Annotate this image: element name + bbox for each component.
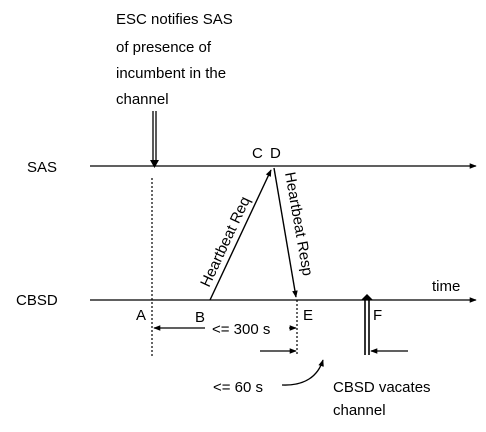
vacate-note: CBSD vacates channel [333,379,431,419]
span-60s: <= 60 s [213,348,408,396]
point-f-label: F [373,307,382,324]
esc-notification-arrow [150,111,159,168]
heartbeat-request-arrow: Heartbeat Req [197,169,272,301]
sas-timeline: SAS [27,159,477,176]
point-f-vacate-bar [361,294,373,355]
point-b-label: B [195,309,205,326]
span-60s-label: <= 60 s [213,379,263,396]
vacate-note-line-2: channel [333,402,386,419]
time-label: time [432,278,460,295]
heartbeat-response-label: Heartbeat Resp [281,171,316,277]
point-a-label: A [136,307,146,324]
vacate-note-line-1: CBSD vacates [333,379,431,396]
point-c-label: C [252,145,263,162]
point-e-label: E [303,307,313,324]
heartbeat-request-label: Heartbeat Req [197,194,254,290]
esc-note-line-3: incumbent in the [116,65,226,82]
esc-note-line-1: ESC notifies SAS [116,11,233,28]
esc-note: ESC notifies SAS of presence of incumben… [116,11,233,108]
esc-note-line-2: of presence of [116,39,212,56]
heartbeat-response-arrow: Heartbeat Resp [273,167,316,298]
span-300s: <= 300 s [153,318,297,338]
cbsd-label: CBSD [16,292,58,309]
sas-label: SAS [27,159,57,176]
point-d-label: D [270,145,281,162]
cbsd-timeline: CBSD time [16,278,477,309]
esc-note-line-4: channel [116,91,169,108]
span-300s-label: <= 300 s [212,321,270,338]
